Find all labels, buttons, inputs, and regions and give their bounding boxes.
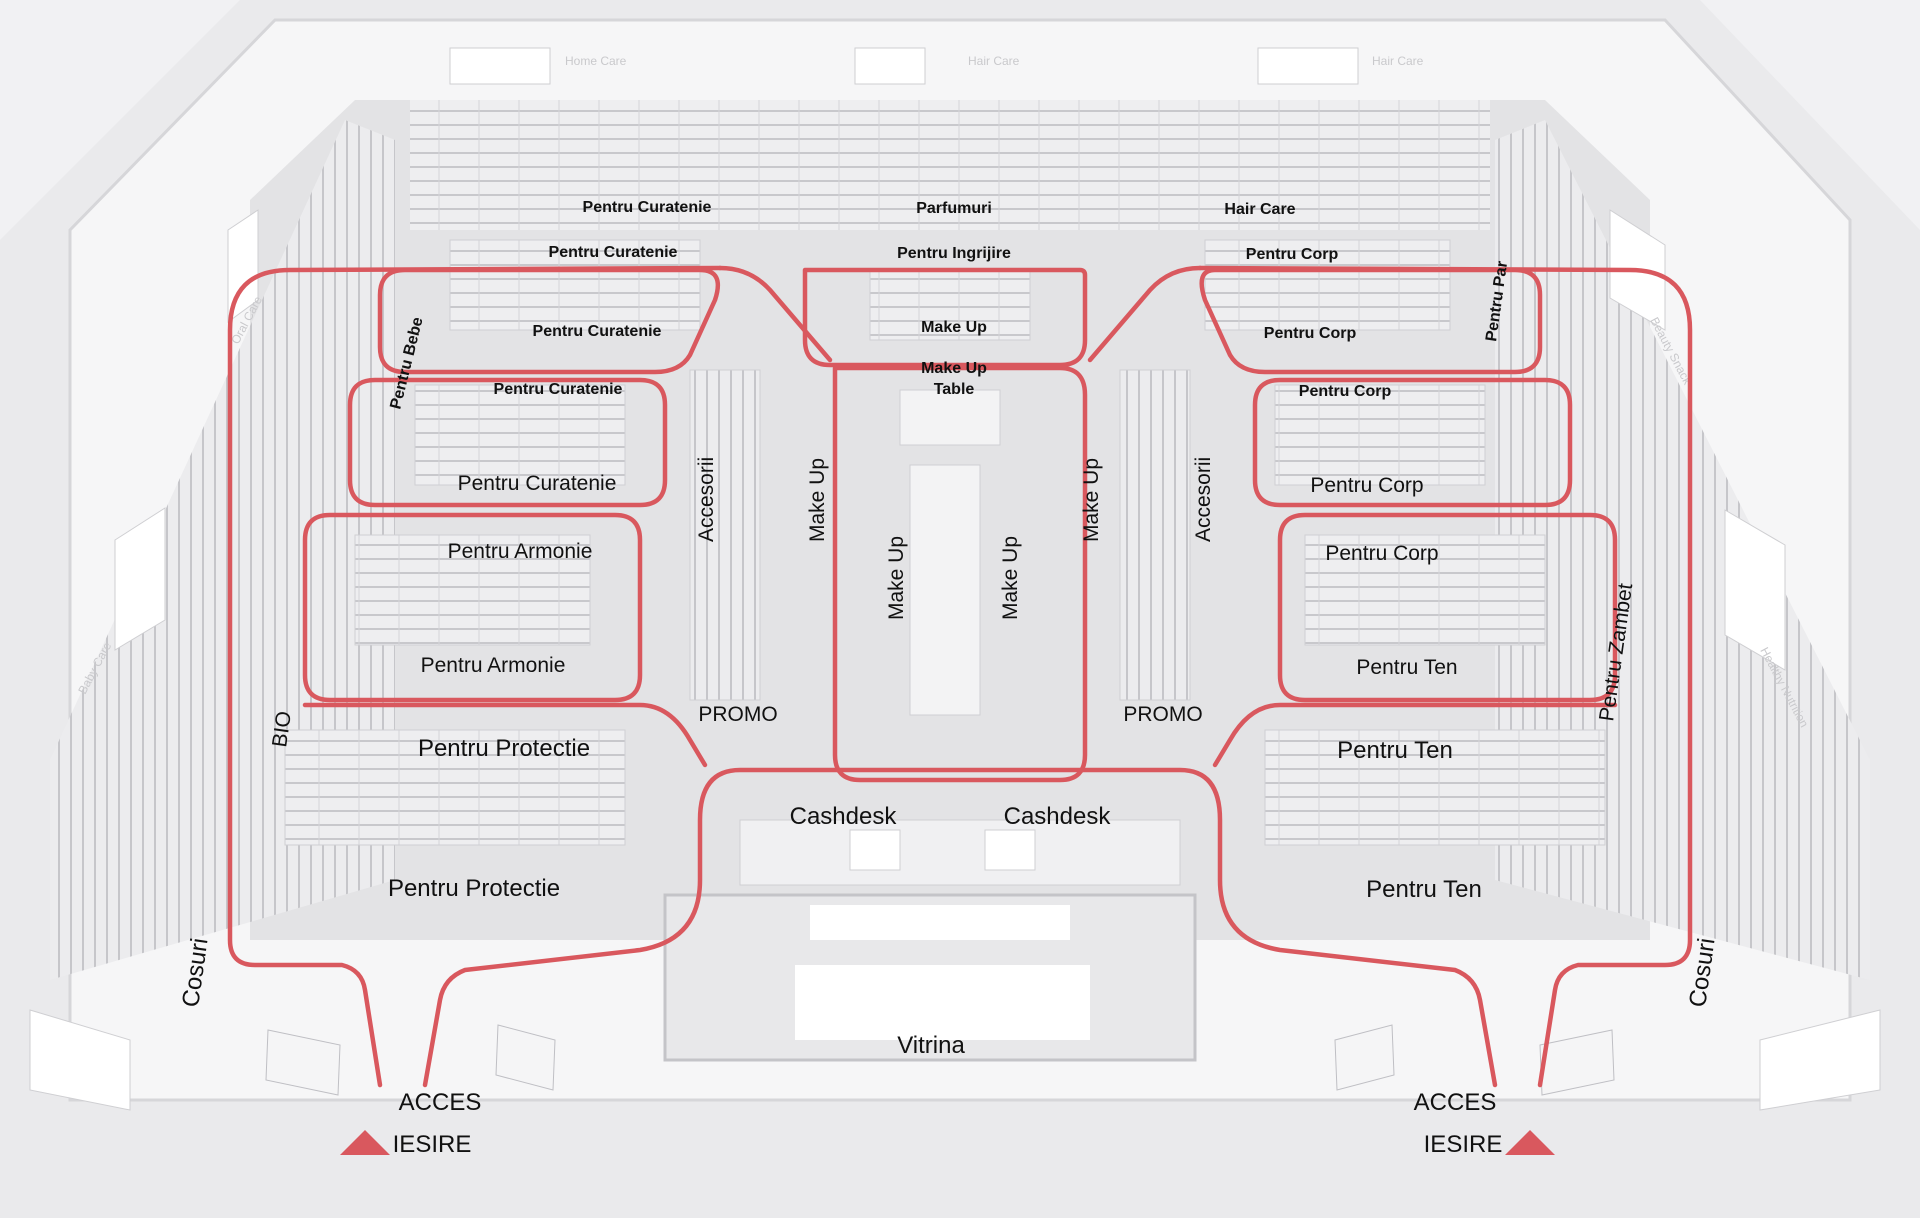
label-acces-right: ACCES xyxy=(1414,1089,1497,1116)
label-pentru-armonie-2: Pentru Armonie xyxy=(421,654,566,677)
label-pentru-ten-3: Pentru Ten xyxy=(1366,876,1482,903)
label-pentru-curatenie-top: Pentru Curatenie xyxy=(583,199,712,216)
customer-route xyxy=(227,265,1693,1155)
label-pentru-protectie-2: Pentru Protectie xyxy=(388,875,560,902)
label-pentru-curatenie-3: Pentru Curatenie xyxy=(533,323,662,340)
label-accesorii-left: Accesorii xyxy=(695,457,718,542)
label-make-up-center-left: Make Up xyxy=(885,536,908,620)
label-acces-left: ACCES xyxy=(399,1089,482,1116)
gondola-shelves xyxy=(265,239,1615,1096)
label-make-up-top: Make Up xyxy=(921,319,987,336)
label-cashdesk-right: Cashdesk xyxy=(1004,803,1112,830)
label-iesire-right: IESIRE xyxy=(1424,1131,1503,1158)
label-bio: BIO xyxy=(268,710,296,749)
label-pentru-curatenie-5: Pentru Curatenie xyxy=(458,472,617,495)
label-parfumuri: Parfumuri xyxy=(916,200,992,217)
label-pentru-corp-3: Pentru Corp xyxy=(1299,383,1392,400)
label-pentru-protectie-1: Pentru Protectie xyxy=(418,735,590,762)
label-promo-right: PROMO xyxy=(1123,703,1202,726)
label-pentru-ten-1: Pentru Ten xyxy=(1356,656,1457,679)
label-make-up-table-1: Make Up xyxy=(921,360,987,377)
label-make-up-left: Make Up xyxy=(806,458,829,542)
label-iesire-left: IESIRE xyxy=(393,1131,472,1158)
label-pentru-corp-2: Pentru Corp xyxy=(1264,325,1357,342)
ceiling-sign-home-care: Home Care xyxy=(565,54,627,68)
label-pentru-curatenie-4: Pentru Curatenie xyxy=(494,381,623,398)
label-cashdesk-left: Cashdesk xyxy=(790,803,898,830)
label-make-up-center-right: Make Up xyxy=(999,536,1022,620)
label-pentru-ingrijire: Pentru Ingrijire xyxy=(897,245,1011,262)
ceiling-sign-hair-care-1: Hair Care xyxy=(968,54,1020,68)
label-pentru-curatenie-2: Pentru Curatenie xyxy=(549,244,678,261)
label-make-up-table-2: Table xyxy=(934,381,975,398)
label-make-up-right: Make Up xyxy=(1080,458,1103,542)
label-promo-left: PROMO xyxy=(698,703,777,726)
label-pentru-ten-2: Pentru Ten xyxy=(1337,737,1453,764)
label-pentru-corp-4: Pentru Corp xyxy=(1310,474,1423,497)
label-pentru-corp-5: Pentru Corp xyxy=(1325,542,1438,565)
label-pentru-armonie-1: Pentru Armonie xyxy=(448,540,593,563)
label-accesorii-right: Accesorii xyxy=(1192,457,1215,542)
label-pentru-corp-top: Pentru Corp xyxy=(1246,246,1339,263)
ceiling-sign-hair-care-2: Hair Care xyxy=(1372,54,1424,68)
label-vitrina: Vitrina xyxy=(897,1032,965,1059)
label-hair-care: Hair Care xyxy=(1224,201,1295,218)
